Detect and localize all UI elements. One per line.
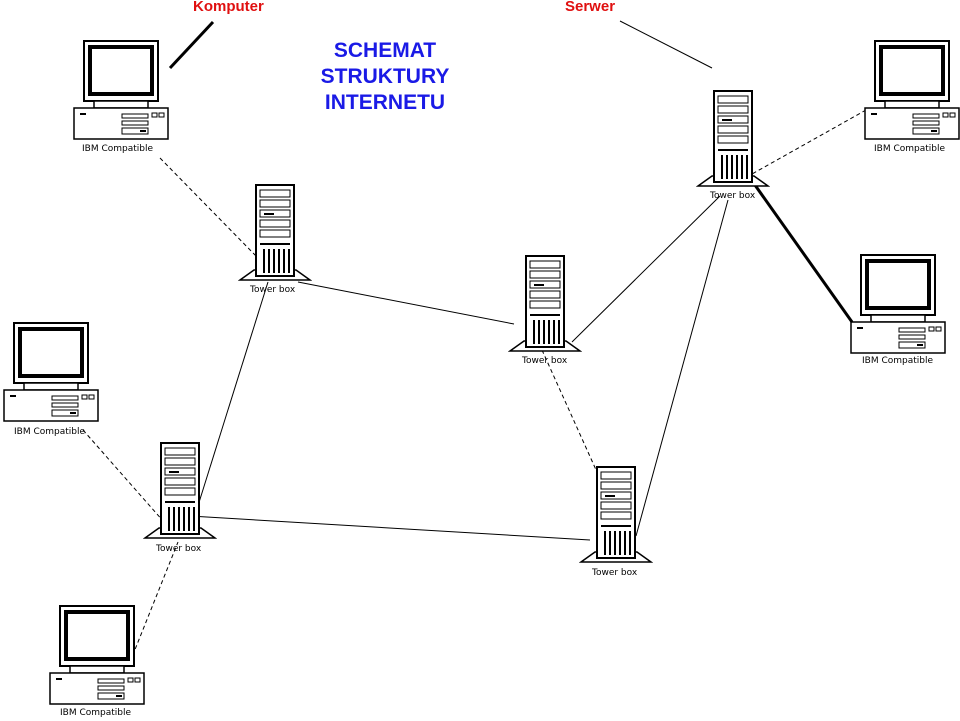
computer-icon — [49, 605, 145, 705]
computer-label: IBM Compatible — [14, 427, 86, 437]
komputer-callout: Komputer — [193, 0, 264, 15]
computer-icon — [850, 254, 946, 354]
link-tower-c-to-tower-server — [635, 199, 729, 537]
tower-label: Tower box — [250, 285, 296, 295]
link-pc-bottom-to-tower-d — [129, 541, 179, 663]
computer-label: IBM Compatible — [60, 708, 132, 718]
tower-server-icon — [238, 184, 312, 281]
tower-label: Tower box — [710, 191, 756, 201]
tower-server-icon — [696, 90, 770, 187]
tower-server-icon — [579, 466, 653, 563]
tower-label: Tower box — [592, 568, 638, 578]
tower-server-icon — [143, 442, 217, 539]
link-tower-a-to-tower-b — [297, 281, 515, 325]
computer-icon — [3, 322, 99, 422]
link-pc-topright-to-tower-server — [751, 109, 867, 175]
computer-label: IBM Compatible — [862, 356, 934, 366]
link-tower-b-to-tower-server — [571, 195, 721, 343]
computer-icon — [73, 40, 169, 140]
serwer-callout: Serwer — [565, 0, 616, 15]
computer-icon — [864, 40, 960, 140]
title-line-1: SCHEMAT — [333, 39, 437, 62]
title-line-3: INTERNETU — [324, 91, 446, 114]
link-tower-a-to-tower-d — [195, 281, 269, 513]
link-tower-b-to-tower-c — [541, 349, 607, 493]
tower-label: Tower box — [522, 356, 568, 366]
computer-label: IBM Compatible — [874, 144, 946, 154]
tower-label: Tower box — [156, 544, 202, 554]
komputer-pointer — [168, 20, 215, 70]
computer-label: IBM Compatible — [82, 144, 154, 154]
tower-server-icon — [508, 255, 582, 352]
title-line-2: STRUKTURY — [320, 65, 450, 88]
link-tower-d-to-tower-c — [189, 515, 591, 541]
diagram-title: SCHEMAT STRUKTURY INTERNETU — [300, 38, 470, 116]
link-pc-topleft-to-tower-a — [159, 157, 259, 259]
serwer-pointer — [619, 20, 713, 69]
